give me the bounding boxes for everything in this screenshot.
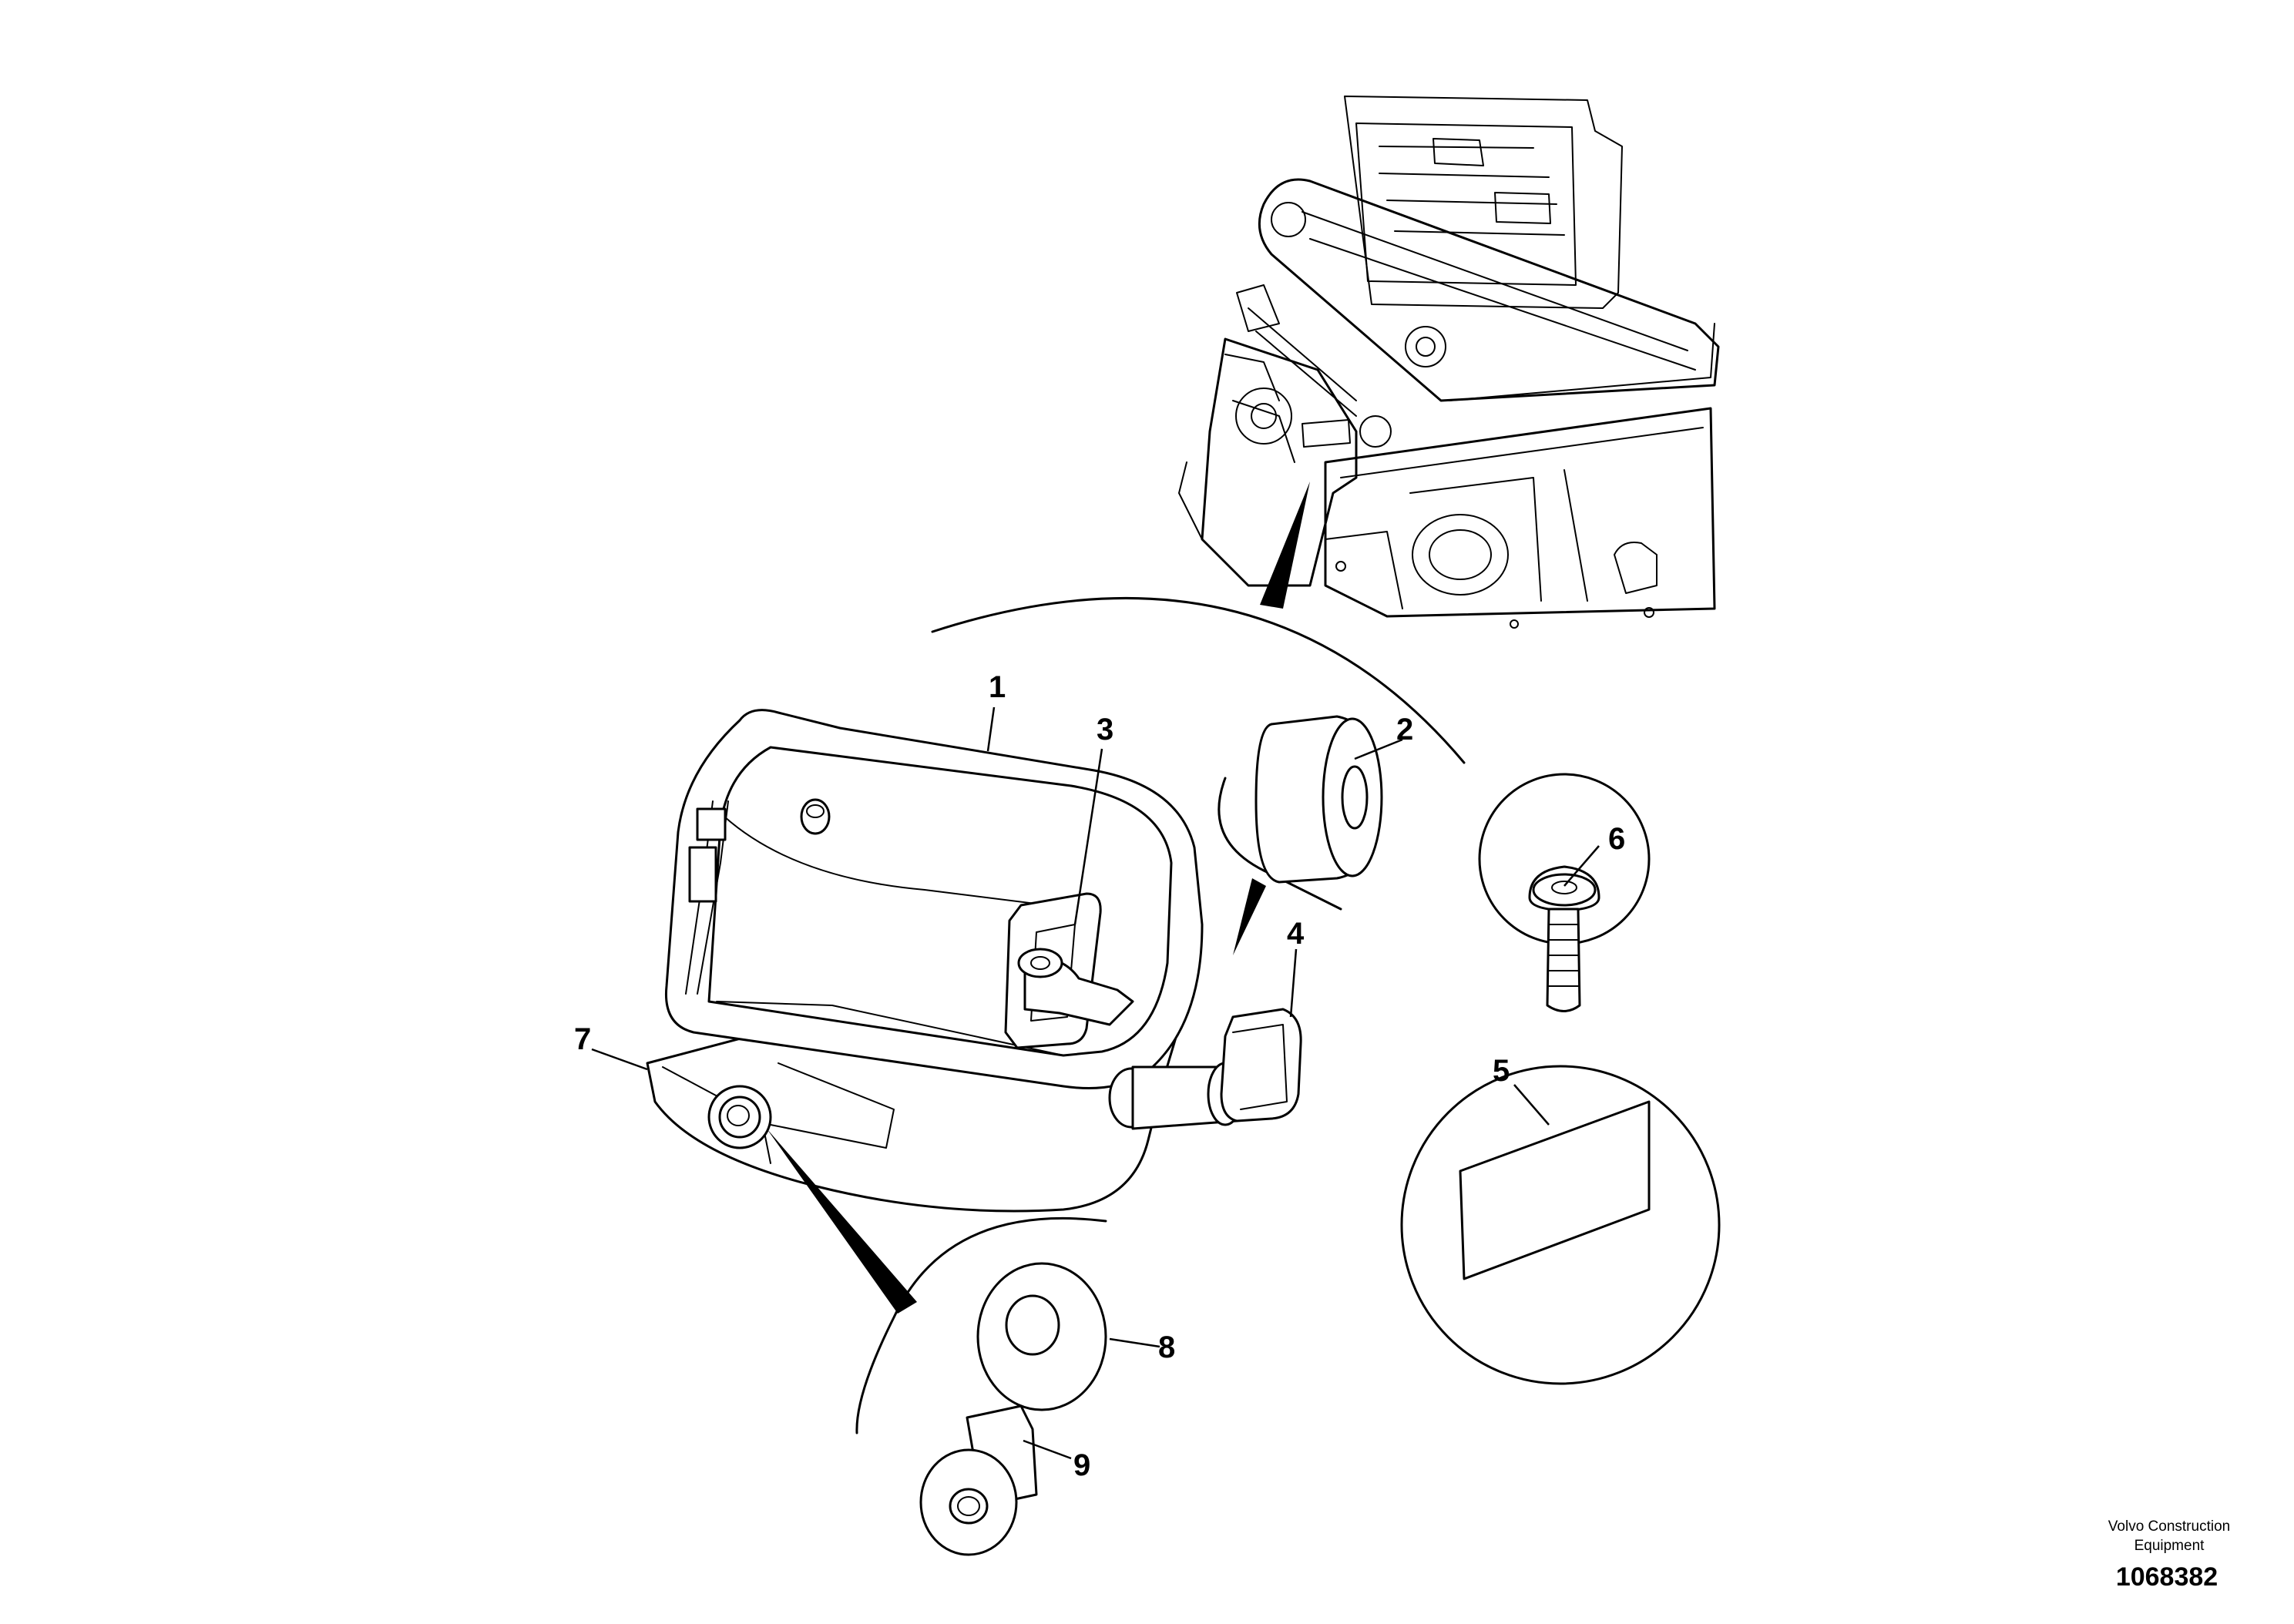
callout-3: 3 (1097, 713, 1113, 747)
callout-7: 7 (574, 1022, 591, 1056)
pointer-wedge-top (1260, 481, 1310, 609)
callout-1: 1 (989, 670, 1006, 704)
callout-9: 9 (1073, 1448, 1090, 1482)
detail-arc-8-9 (855, 1216, 1107, 1434)
part-bolt (919, 1404, 1038, 1556)
detail-arc-2 (1218, 777, 1342, 911)
part-screw (1478, 773, 1651, 1012)
detail-arc (931, 596, 1466, 764)
brand-block: Volvo Construction Equipment 1068382 (2108, 1518, 2230, 1592)
callout-4: 4 (1287, 917, 1305, 951)
pointer-wedge-2 (1233, 878, 1266, 955)
callout-2: 2 (1396, 713, 1413, 747)
callout-8: 8 (1158, 1330, 1175, 1364)
brand-line-1: Volvo Construction (2108, 1518, 2230, 1535)
callout-5: 5 (1493, 1054, 1510, 1088)
part-bushing (1254, 715, 1383, 884)
part-washer (976, 1262, 1107, 1411)
callouts: 1 2 3 4 5 6 7 8 9 (574, 670, 1625, 1482)
callout-6: 6 (1608, 822, 1625, 856)
bracket-assembly (646, 709, 1302, 1213)
leader-lines (591, 706, 1600, 1460)
part-decal (1400, 1065, 1721, 1385)
document-number: 1068382 (2116, 1562, 2218, 1592)
machine-overview (1178, 96, 1720, 629)
pointer-wedge-8-9 (767, 1129, 917, 1314)
brand-line-2: Equipment (2134, 1538, 2205, 1554)
